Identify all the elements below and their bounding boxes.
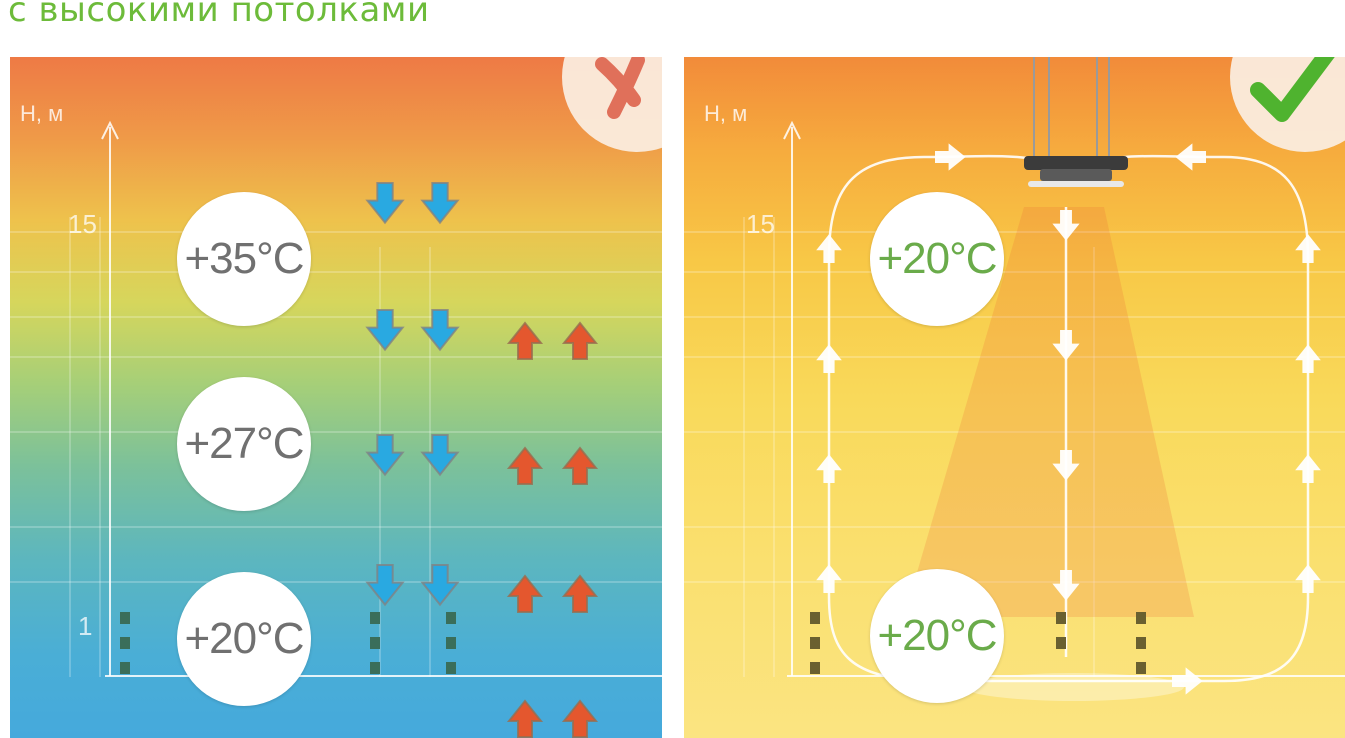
temperature-badge-top: +20°C — [870, 192, 1004, 326]
temperature-value: +27°C — [184, 419, 304, 468]
down-arrow-icon — [1052, 450, 1080, 481]
page-heading: с высокими потолками — [8, 0, 430, 30]
up-arrow-icon — [1295, 344, 1321, 373]
up-arrow-icon — [506, 574, 544, 613]
warm-air-arrows — [506, 321, 599, 738]
cold-air-arrows — [365, 182, 460, 607]
down-arrow-icon — [1052, 210, 1080, 241]
up-arrow-icon — [506, 321, 544, 360]
status-badge-right — [1230, 57, 1345, 152]
check-icon — [1250, 57, 1335, 122]
warehouse-background — [684, 217, 1345, 677]
suspension-rods — [1033, 57, 1110, 162]
status-badge-left — [562, 57, 662, 152]
warehouse-background — [10, 217, 662, 677]
temperature-value: +20°C — [877, 234, 997, 283]
left-panel-graphics — [10, 120, 662, 738]
left-arrow-icon — [1175, 143, 1206, 171]
up-arrow-icon — [561, 574, 599, 613]
up-arrow-icon — [1295, 234, 1321, 263]
up-arrow-icon — [816, 454, 842, 483]
down-arrow-icon — [420, 309, 460, 352]
down-arrow-icon — [420, 564, 460, 607]
down-arrow-icon — [1052, 570, 1080, 601]
destratifier-unit-icon — [1024, 156, 1128, 187]
axis-label-height: H, м — [20, 101, 64, 126]
up-arrow-icon — [816, 234, 842, 263]
temperature-value: +20°C — [184, 614, 304, 663]
up-arrow-icon — [561, 321, 599, 360]
up-arrow-icon — [816, 564, 842, 593]
cross-icon — [595, 57, 645, 119]
right-arrow-icon — [935, 143, 966, 171]
tick-label-15: 15 — [746, 209, 775, 239]
down-arrow-icon — [365, 434, 405, 477]
down-arrow-icon — [365, 309, 405, 352]
down-arrow-icon — [1052, 330, 1080, 361]
right-arrow-icon — [1172, 667, 1203, 695]
down-arrow-icon — [365, 182, 405, 225]
down-arrow-icon — [365, 564, 405, 607]
temperature-badge-bottom: +20°C — [870, 569, 1004, 703]
up-arrow-icon — [1295, 454, 1321, 483]
temperature-badge-bottom: +20°C — [177, 572, 311, 706]
temperature-value: +20°C — [877, 611, 997, 660]
tick-label-15: 15 — [68, 209, 97, 239]
down-arrow-icon — [420, 434, 460, 477]
up-arrow-icon — [561, 446, 599, 485]
up-arrow-icon — [561, 699, 599, 738]
up-arrow-icon — [506, 446, 544, 485]
temperature-badge-middle: +27°C — [177, 377, 311, 511]
tick-label-1: 1 — [78, 611, 93, 641]
airflow-cone — [904, 207, 1194, 617]
up-arrow-icon — [816, 344, 842, 373]
panel-conventional-heating: H, м 15 1 +35°C +27°C +20°C — [10, 57, 662, 738]
bollards — [120, 612, 456, 674]
temperature-value: +35°C — [184, 234, 304, 283]
up-arrow-icon — [1295, 564, 1321, 593]
bollards — [810, 612, 1146, 674]
floor-glow — [964, 673, 1184, 701]
height-axis — [783, 120, 1345, 677]
up-arrow-icon — [506, 699, 544, 738]
down-arrow-icon — [420, 182, 460, 225]
temperature-badge-top: +35°C — [177, 192, 311, 326]
panel-destratification: H, м 15 +20°C +20°C — [684, 57, 1345, 738]
circulation-arrows — [816, 143, 1321, 695]
axis-label-height: H, м — [704, 101, 748, 126]
right-panel-graphics — [684, 57, 1345, 701]
